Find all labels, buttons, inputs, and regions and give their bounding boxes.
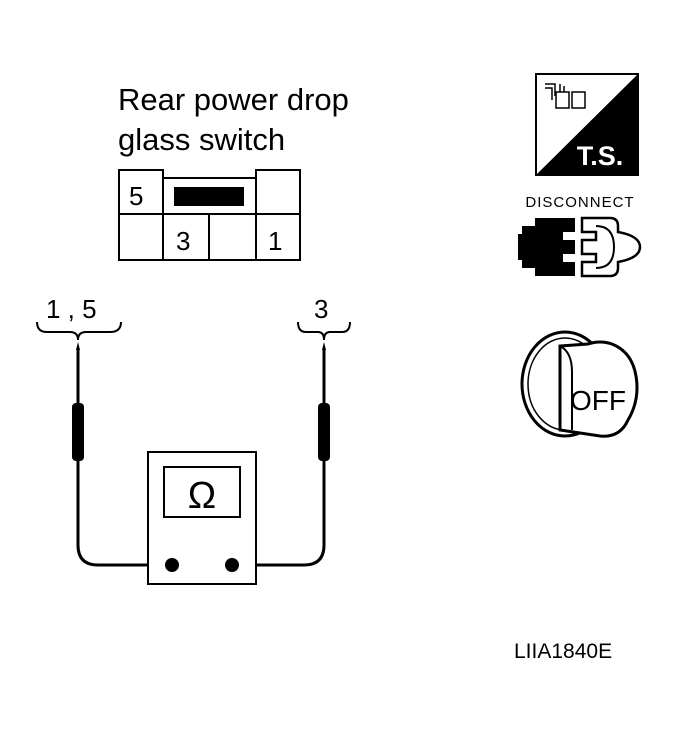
connector-face xyxy=(118,169,301,261)
ohmmeter xyxy=(147,451,257,585)
title-line-2: glass switch xyxy=(118,122,286,157)
key-off-label: OFF xyxy=(570,385,626,416)
ohm-symbol: Ω xyxy=(188,475,216,517)
figure-code: LIIA1840E xyxy=(514,640,613,663)
probe-label-left: 1 , 5 xyxy=(46,294,97,324)
terminal-label-5: 5 xyxy=(129,181,143,211)
bracket-right xyxy=(297,321,351,341)
bracket-left xyxy=(36,321,122,341)
terminal-connector-icon xyxy=(535,73,639,176)
title-line-1: Rear power drop xyxy=(118,82,349,117)
terminal-label-3: 3 xyxy=(176,226,190,256)
disconnect-label: DISCONNECT xyxy=(525,194,634,211)
probe-left xyxy=(72,342,172,567)
disconnect-connector-icon xyxy=(518,216,642,278)
component-title: Rear power drop glass switch xyxy=(118,80,349,160)
probe-label-right: 3 xyxy=(314,294,328,324)
connector-lock-tab xyxy=(174,187,244,206)
ignition-off-icon xyxy=(520,330,639,438)
probe-right xyxy=(232,342,330,567)
ts-label: T.S. xyxy=(577,141,624,171)
terminal-label-1: 1 xyxy=(268,226,282,256)
